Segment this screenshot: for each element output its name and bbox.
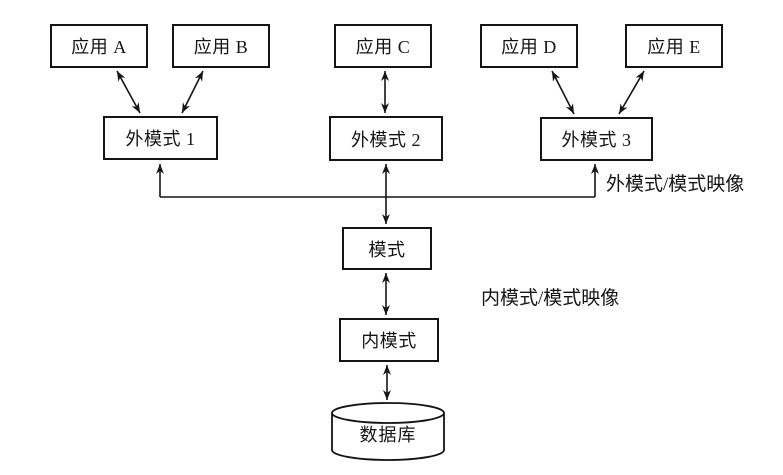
node-external-schema-1: 外模式 1 — [103, 116, 218, 160]
external-mapping-label: 外模式/模式映像 — [606, 174, 745, 195]
node-app-a: 应用 A — [50, 24, 148, 68]
internal-mapping-label: 内模式/模式映像 — [481, 288, 620, 309]
node-app-b: 应用 B — [172, 24, 270, 68]
node-external-schema-3: 外模式 3 — [540, 117, 653, 161]
node-internal-schema: 内模式 — [339, 318, 439, 362]
edge-app-b-ext1 — [181, 70, 204, 114]
database-cylinder-body — [331, 413, 445, 461]
database-cylinder-top — [331, 402, 445, 424]
node-app-c: 应用 C — [334, 24, 432, 68]
edge-app-e-ext3 — [618, 70, 645, 115]
edge-app-a-ext1 — [116, 70, 141, 114]
node-app-d: 应用 D — [480, 24, 578, 68]
node-external-schema-2: 外模式 2 — [329, 116, 443, 161]
edge-app-d-ext3 — [551, 70, 575, 115]
node-schema: 模式 — [342, 227, 432, 270]
node-database-label: 数据库 — [359, 425, 417, 445]
node-app-e: 应用 E — [625, 24, 723, 68]
